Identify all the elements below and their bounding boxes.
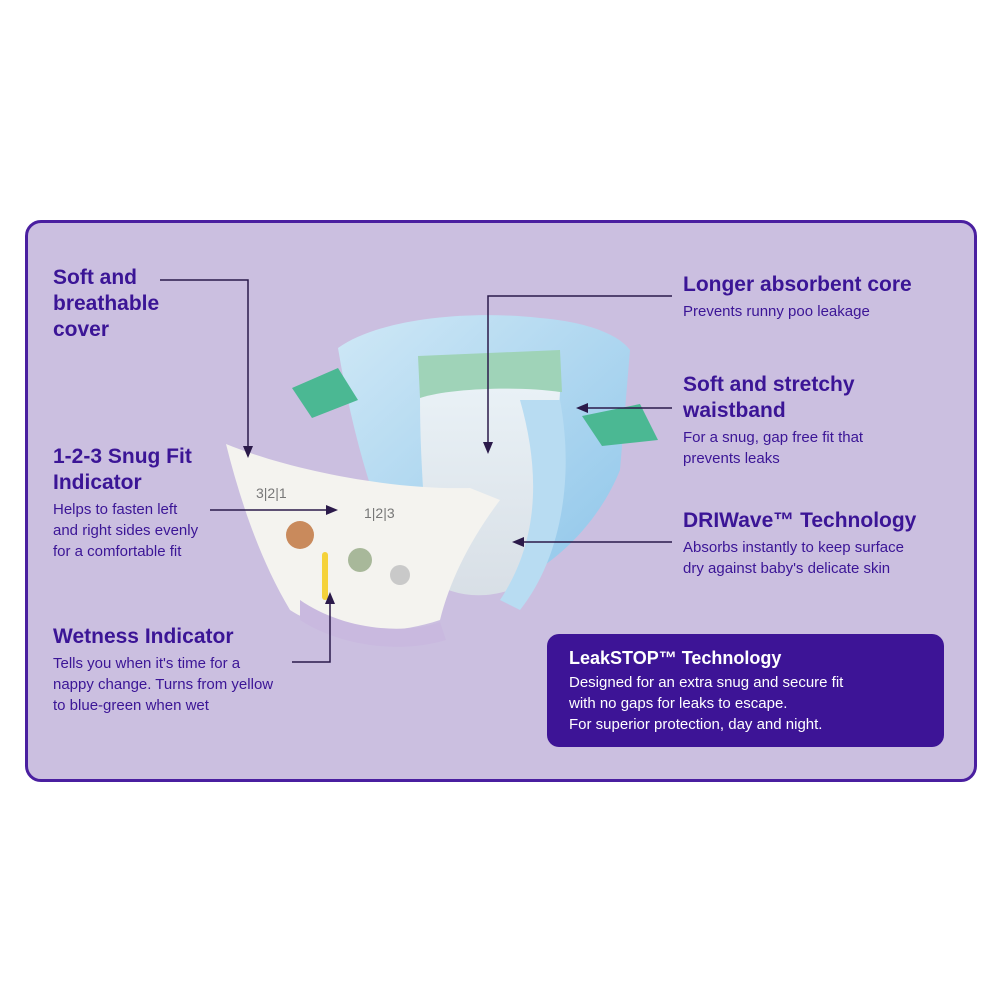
diaper-print-dot	[348, 548, 372, 572]
feature-snug-fit: 1-2-3 Snug Fit Indicator Helps to fasten…	[53, 444, 253, 562]
feature-waistband-title: Soft and stretchy waistband	[683, 373, 855, 422]
feature-wetness: Wetness Indicator Tells you when it's ti…	[53, 624, 313, 716]
feature-wetness-title: Wetness Indicator	[53, 625, 234, 648]
diaper-print-dot	[286, 521, 314, 549]
diaper-print-dot	[390, 565, 410, 585]
feature-core: Longer absorbent core Prevents runny poo…	[683, 272, 963, 322]
snug-fit-right-numbers: 1|2|3	[364, 505, 395, 521]
diaper-cuff	[500, 400, 566, 610]
diaper-wetness-stripe	[322, 552, 328, 600]
feature-core-desc: Prevents runny poo leakage	[683, 303, 870, 320]
feature-core-title: Longer absorbent core	[683, 273, 912, 296]
leakstop-desc: Designed for an extra snug and secure fi…	[569, 674, 844, 733]
feature-driwave-title: DRIWave™ Technology	[683, 509, 917, 532]
leakstop-title: LeakSTOP™ Technology	[569, 648, 782, 668]
diaper-left-tab	[292, 368, 358, 418]
feature-cover-title: Soft and breathable cover	[53, 266, 160, 341]
feature-snug-fit-title: 1-2-3 Snug Fit Indicator	[53, 445, 192, 494]
leakstop-callout: LeakSTOP™ Technology Designed for an ext…	[547, 634, 944, 747]
diaper-bottom-band	[300, 600, 446, 647]
feature-snug-fit-desc: Helps to fasten left and right sides eve…	[53, 501, 199, 560]
feature-wetness-desc: Tells you when it's time for a nappy cha…	[53, 655, 274, 714]
diaper-front-panel	[226, 444, 500, 631]
feature-driwave-desc: Absorbs instantly to keep surface dry ag…	[683, 539, 904, 577]
feature-waistband: Soft and stretchy waistband For a snug, …	[683, 372, 963, 469]
feature-driwave: DRIWave™ Technology Absorbs instantly to…	[683, 508, 968, 579]
feature-cover: Soft and breathable cover	[53, 265, 233, 343]
feature-waistband-desc: For a snug, gap free fit that prevents l…	[683, 429, 864, 467]
snug-fit-left-numbers: 3|2|1	[256, 485, 287, 501]
